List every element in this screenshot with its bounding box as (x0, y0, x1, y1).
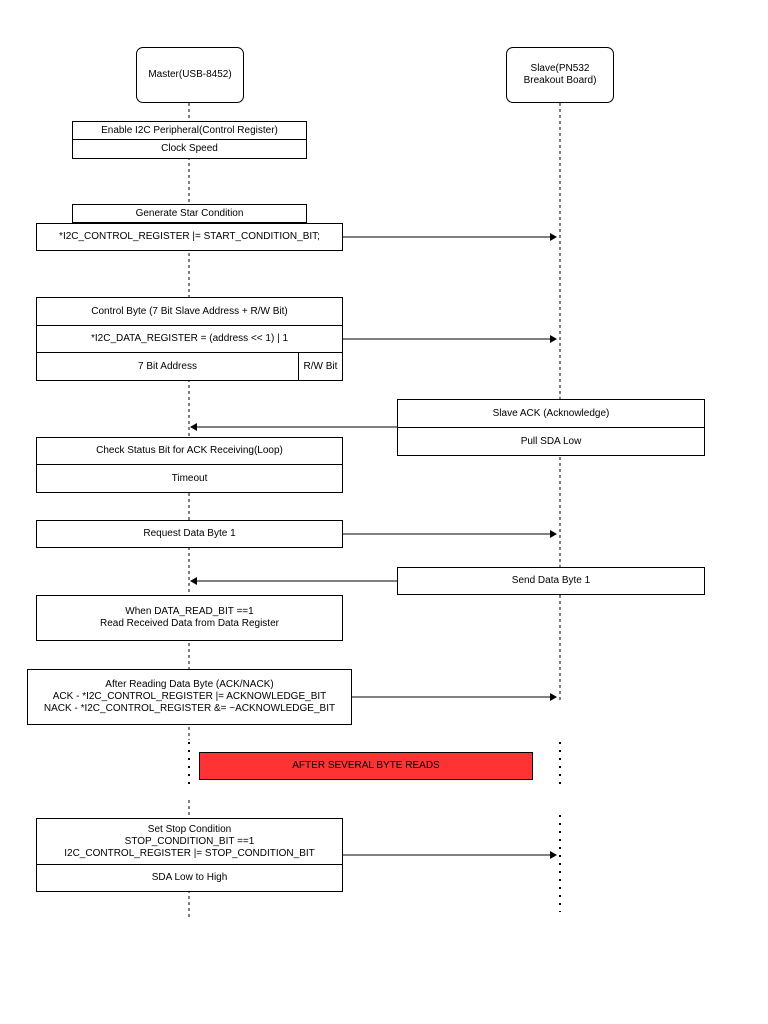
send-data-step: Send Data Byte 1 (397, 567, 705, 595)
data-register-label: *I2C_DATA_REGISTER = (address << 1) | 1 (90, 333, 289, 344)
arrow-head-stop (550, 851, 557, 859)
clock-speed-label: Clock Speed (161, 143, 218, 154)
timeout-step: Timeout (36, 464, 343, 493)
start-code-label: *I2C_CONTROL_REGISTER |= START_CONDITION… (59, 231, 320, 242)
read-data-step: When DATA_READ_BIT ==1 Read Received Dat… (36, 595, 343, 641)
send-data-label: Send Data Byte 1 (511, 575, 591, 586)
master-actor-label: Master(USB-8452) (148, 69, 232, 80)
stop-label-2: STOP_CONDITION_BIT ==1 (124, 835, 255, 847)
stop-label-3: I2C_CONTROL_REGISTER |= STOP_CONDITION_B… (64, 847, 315, 859)
arrow-head-start (550, 233, 557, 241)
arrow-head-send-data (190, 577, 197, 585)
pull-sda-low-step: Pull SDA Low (397, 427, 705, 456)
slave-actor-label-1: Slave(PN532 (530, 63, 590, 74)
ack-nack-label-3: NACK - *I2C_CONTROL_REGISTER &= ~ACKNOWL… (43, 703, 336, 714)
enable-i2c-step: Enable I2C Peripheral(Control Register) (72, 121, 307, 140)
control-byte-label: Control Byte (7 Bit Slave Address + R/W … (91, 305, 288, 317)
clock-speed-step: Clock Speed (72, 139, 307, 159)
slave-actor-label-2: Breakout Board) (523, 75, 597, 86)
read-data-label-2: Read Received Data from Data Register (100, 618, 279, 629)
pull-sda-low-label: Pull SDA Low (520, 435, 582, 447)
arrow-head-slave-ack (190, 423, 197, 431)
rw-bit-label: R/W Bit (303, 360, 338, 372)
several-reads-label: AFTER SEVERAL BYTE READS (292, 760, 440, 771)
stop-label-1: Set Stop Condition (147, 823, 232, 835)
ack-nack-label-1: After Reading Data Byte (ACK/NACK) (105, 679, 274, 690)
slave-actor: Slave(PN532 Breakout Board) (506, 47, 614, 103)
start-code-step: *I2C_CONTROL_REGISTER |= START_CONDITION… (36, 223, 343, 251)
arrow-head-control (550, 335, 557, 343)
arrow-head-ack (550, 693, 557, 701)
request-data-step: Request Data Byte 1 (36, 520, 343, 548)
check-status-step: Check Status Bit for ACK Receiving(Loop) (36, 437, 343, 465)
slave-ack-label: Slave ACK (Acknowledge) (492, 407, 610, 419)
generate-start-step: Generate Star Condition (72, 204, 307, 223)
sda-low-high-step: SDA Low to High (36, 864, 343, 892)
slave-ack-step: Slave ACK (Acknowledge) (397, 399, 705, 428)
several-reads-banner: AFTER SEVERAL BYTE READS (199, 752, 533, 780)
control-byte-step: Control Byte (7 Bit Slave Address + R/W … (36, 297, 343, 326)
seven-bit-address-cell: 7 Bit Address (36, 352, 299, 381)
read-data-label-1: When DATA_READ_BIT ==1 (125, 606, 254, 617)
stop-condition-step: Set Stop Condition STOP_CONDITION_BIT ==… (36, 818, 343, 865)
ack-nack-step: After Reading Data Byte (ACK/NACK) ACK -… (27, 669, 352, 725)
request-data-label: Request Data Byte 1 (143, 528, 236, 539)
sda-low-high-label: SDA Low to High (151, 872, 228, 883)
generate-start-label: Generate Star Condition (135, 207, 244, 219)
master-actor: Master(USB-8452) (136, 47, 244, 103)
check-status-label: Check Status Bit for ACK Receiving(Loop) (96, 445, 283, 456)
timeout-label: Timeout (171, 472, 208, 484)
data-register-step: *I2C_DATA_REGISTER = (address << 1) | 1 (36, 325, 343, 353)
seven-bit-address-label: 7 Bit Address (138, 360, 197, 372)
ack-nack-label-2: ACK - *I2C_CONTROL_REGISTER |= ACKNOWLED… (52, 691, 327, 702)
rw-bit-cell: R/W Bit (298, 352, 343, 381)
arrow-head-request (550, 530, 557, 538)
enable-i2c-label: Enable I2C Peripheral(Control Register) (101, 124, 278, 136)
